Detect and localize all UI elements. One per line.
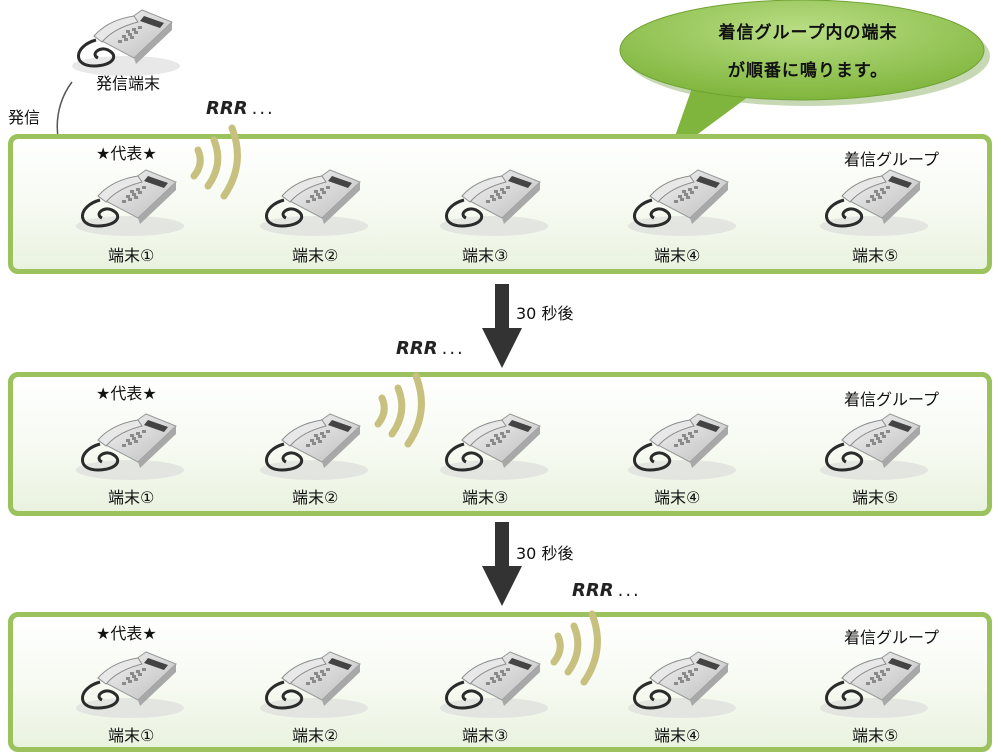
- terminal-2-label: 端末②: [292, 246, 339, 265]
- ring-waves-icon: [188, 124, 258, 204]
- terminal-1-phone-icon: [74, 412, 186, 482]
- ring-text: RRR...: [206, 98, 275, 119]
- callout-line-1: 着信グループ内の端末: [718, 23, 898, 43]
- representative-label: ★代表★: [96, 144, 157, 163]
- terminal-3-phone-icon: [438, 412, 550, 482]
- step-arrow-1: [482, 284, 522, 368]
- terminal-1-label: 端末①: [108, 488, 155, 507]
- group-label: 着信グループ: [844, 390, 940, 409]
- callout-bubble: [619, 0, 990, 156]
- terminal-5-phone-icon: [818, 650, 930, 720]
- terminal-5-label: 端末⑤: [852, 488, 899, 507]
- terminal-2-phone-icon: [258, 650, 370, 720]
- terminal-2-phone-icon: [258, 168, 370, 238]
- terminal-2-label: 端末②: [292, 726, 339, 745]
- terminal-4-label: 端末④: [654, 726, 701, 745]
- step-1-label: 30 秒後: [516, 304, 574, 323]
- terminal-3-phone-icon: [438, 650, 550, 720]
- terminal-1-phone-icon: [74, 650, 186, 720]
- terminal-1-phone-icon: [74, 168, 186, 238]
- terminal-5-phone-icon: [818, 412, 930, 482]
- terminal-3-label: 端末③: [462, 246, 509, 265]
- caller-label: 発信端末: [96, 74, 161, 93]
- callout-line-2: が順番に鳴ります。: [727, 61, 889, 81]
- terminal-4-label: 端末④: [654, 488, 701, 507]
- group-label: 着信グループ: [844, 628, 940, 647]
- ring-text: RRR...: [396, 338, 465, 359]
- terminal-3-label: 端末③: [462, 488, 509, 507]
- terminal-5-label: 端末⑤: [852, 726, 899, 745]
- step-2-label: 30 秒後: [516, 544, 574, 563]
- terminal-2-phone-icon: [258, 412, 370, 482]
- terminal-4-label: 端末④: [654, 246, 701, 265]
- terminal-4-phone-icon: [626, 650, 738, 720]
- ring-text: RRR...: [572, 580, 641, 601]
- caller-phone-icon: [70, 8, 182, 78]
- terminal-2-label: 端末②: [292, 488, 339, 507]
- group-label: 着信グループ: [844, 150, 940, 169]
- callout-text: 着信グループ内の端末 が順番に鳴ります。: [652, 14, 964, 90]
- ring-waves-icon: [548, 610, 618, 690]
- terminal-4-phone-icon: [626, 168, 738, 238]
- step-arrow-2: [482, 522, 522, 606]
- terminal-5-label: 端末⑤: [852, 246, 899, 265]
- terminal-3-phone-icon: [438, 168, 550, 238]
- terminal-3-label: 端末③: [462, 726, 509, 745]
- representative-label: ★代表★: [96, 624, 157, 643]
- call-action-label: 発信: [8, 108, 41, 127]
- terminal-4-phone-icon: [626, 412, 738, 482]
- terminal-1-label: 端末①: [108, 726, 155, 745]
- terminal-1-label: 端末①: [108, 246, 155, 265]
- terminal-5-phone-icon: [818, 168, 930, 238]
- representative-label: ★代表★: [96, 384, 157, 403]
